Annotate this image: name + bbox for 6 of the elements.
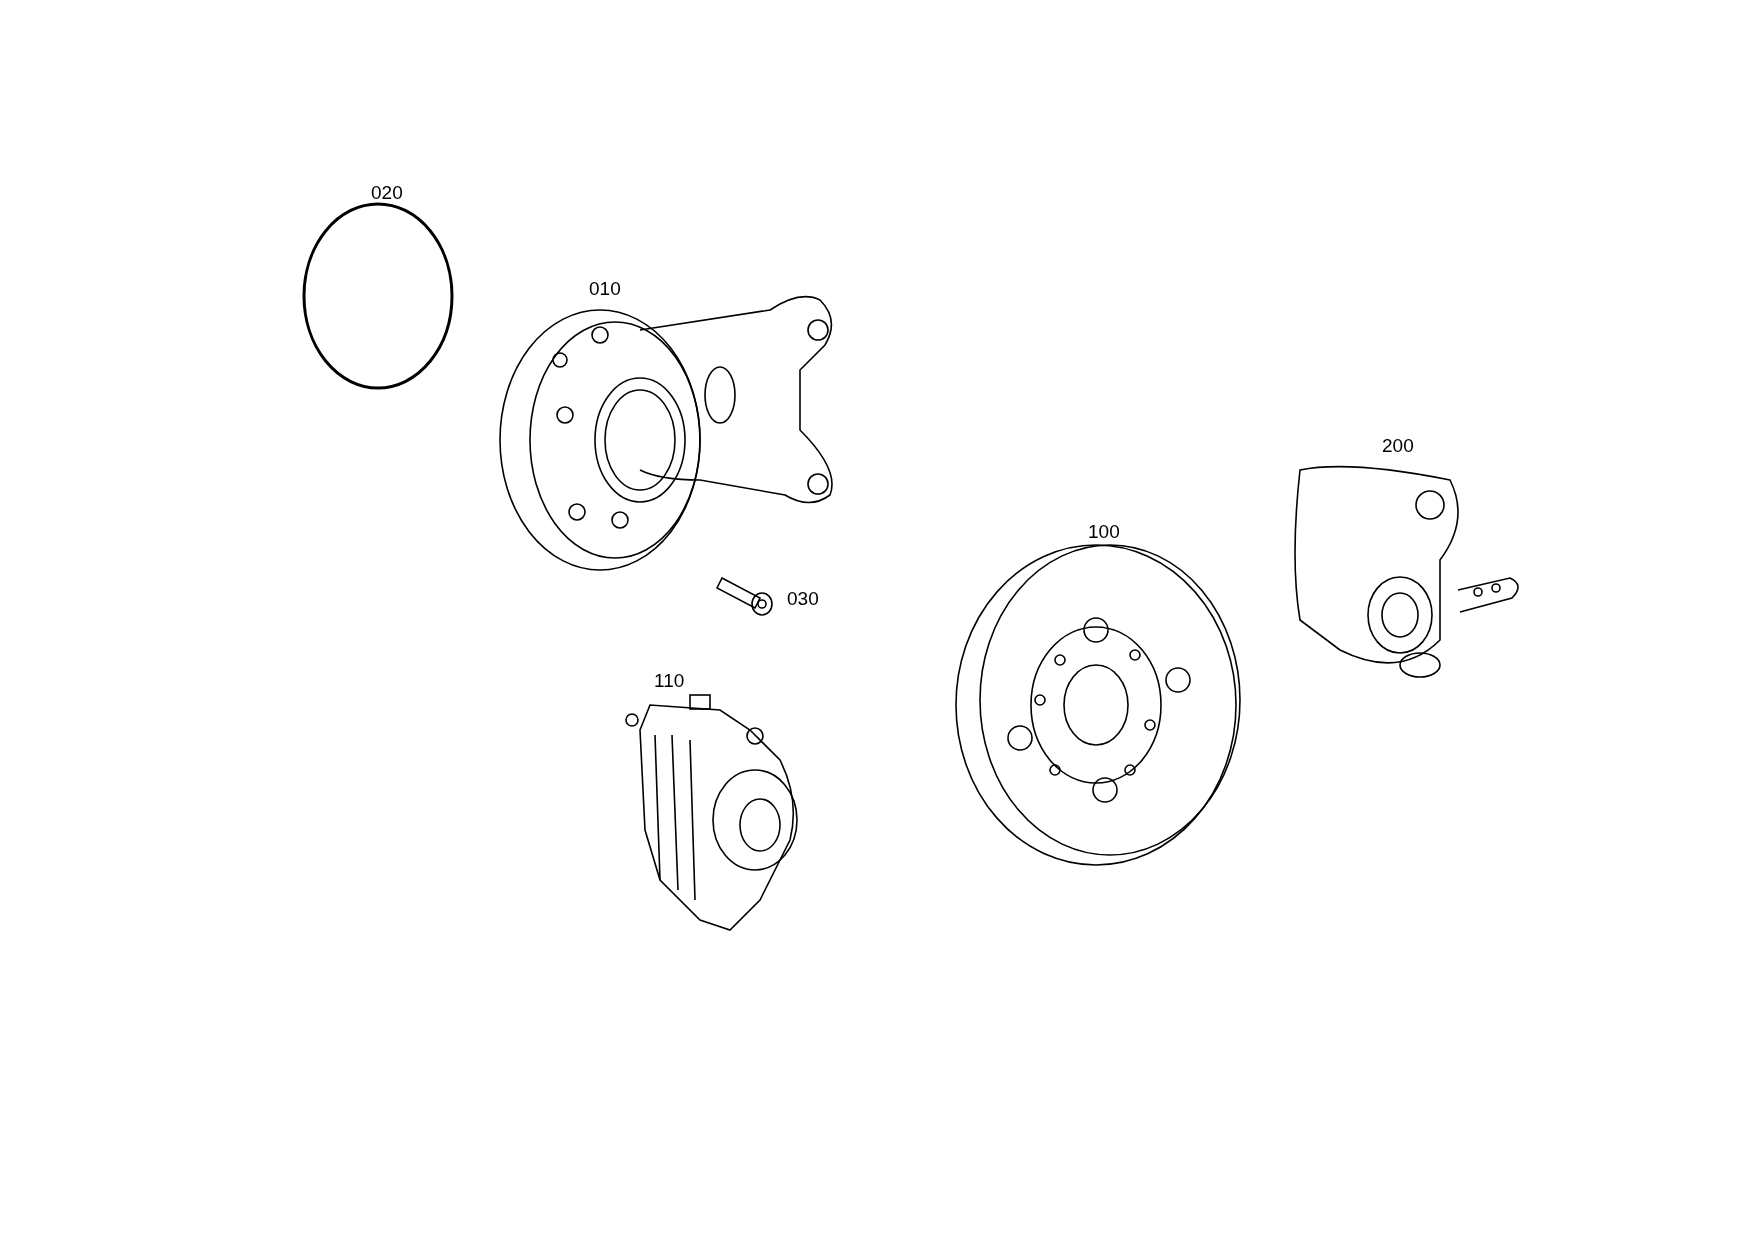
callout-number: 200 <box>1382 436 1414 455</box>
callout-number: 010 <box>589 279 621 298</box>
callout-number: 030 <box>787 589 819 608</box>
callout-number: 110 <box>654 671 685 690</box>
callout-number: 100 <box>1088 522 1120 541</box>
callout-number: 020 <box>371 183 403 202</box>
